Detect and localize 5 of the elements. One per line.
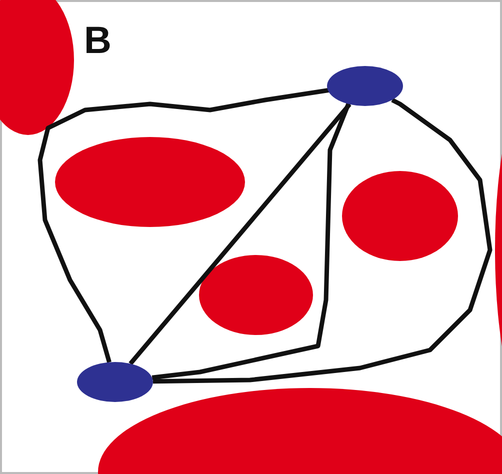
path-line (128, 102, 352, 366)
junction-ellipse (77, 362, 153, 402)
junction-ellipse (327, 66, 403, 106)
path-line (152, 98, 492, 384)
panel-letter: B (84, 22, 112, 60)
